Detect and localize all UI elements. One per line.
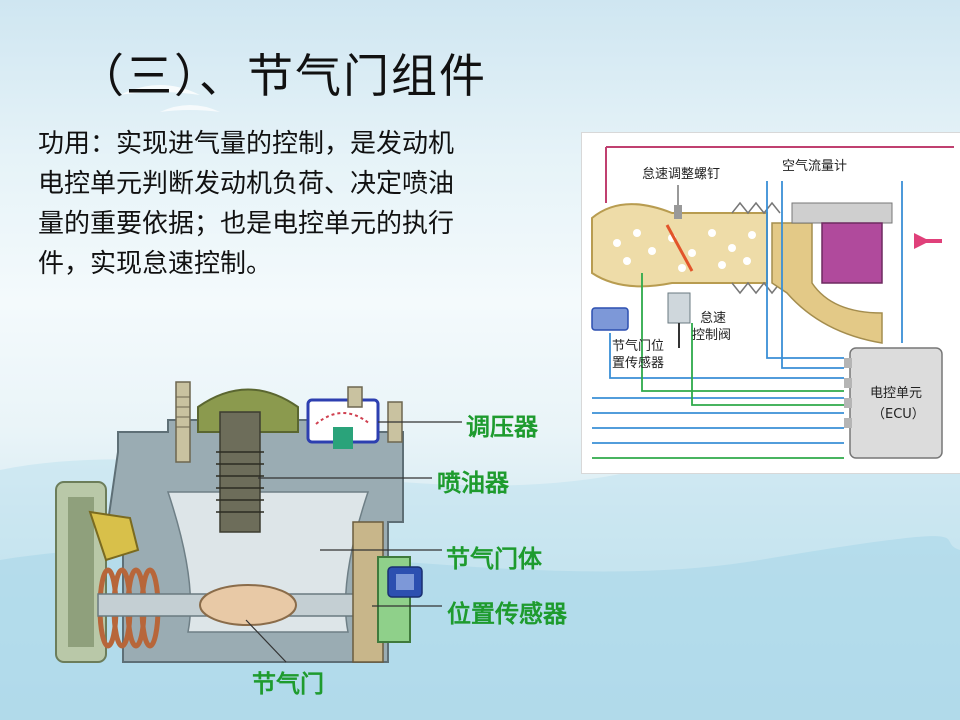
throttle-body-cutaway (55, 381, 423, 663)
label-idle-screw: 怠速调整螺钉 (642, 167, 721, 182)
label-position-sensor: 位置传感器 (447, 600, 567, 628)
label-airflow-meter: 空气流量计 (782, 159, 848, 174)
label-regulator: 调压器 (466, 413, 538, 441)
system-schematic: 怠速调整螺钉 空气流量计 怠速 控制阀 节气门位 置传感器 电控单元 （ECU） (582, 133, 960, 473)
label-tps-1: 节气门位 (612, 339, 665, 354)
label-tps-2: 置传感器 (612, 356, 665, 371)
function-description: 功用：实现进气量的控制，是发动机电控单元判断发动机负荷、决定喷油量的重要依据；也… (38, 129, 455, 279)
label-injector: 喷油器 (437, 469, 509, 497)
label-idle-valve-2: 控制阀 (692, 328, 732, 343)
system-schematic-drawing (591, 146, 954, 459)
label-throttle-valve: 节气门 (252, 670, 324, 698)
label-idle-valve-1: 怠速 (700, 311, 727, 326)
label-ecu-2: （ECU） (872, 407, 925, 422)
label-throttle-body: 节气门体 (446, 545, 542, 573)
label-ecu-1: 电控单元 (870, 386, 923, 401)
slide-title: （三）、节气门组件 (78, 49, 487, 103)
